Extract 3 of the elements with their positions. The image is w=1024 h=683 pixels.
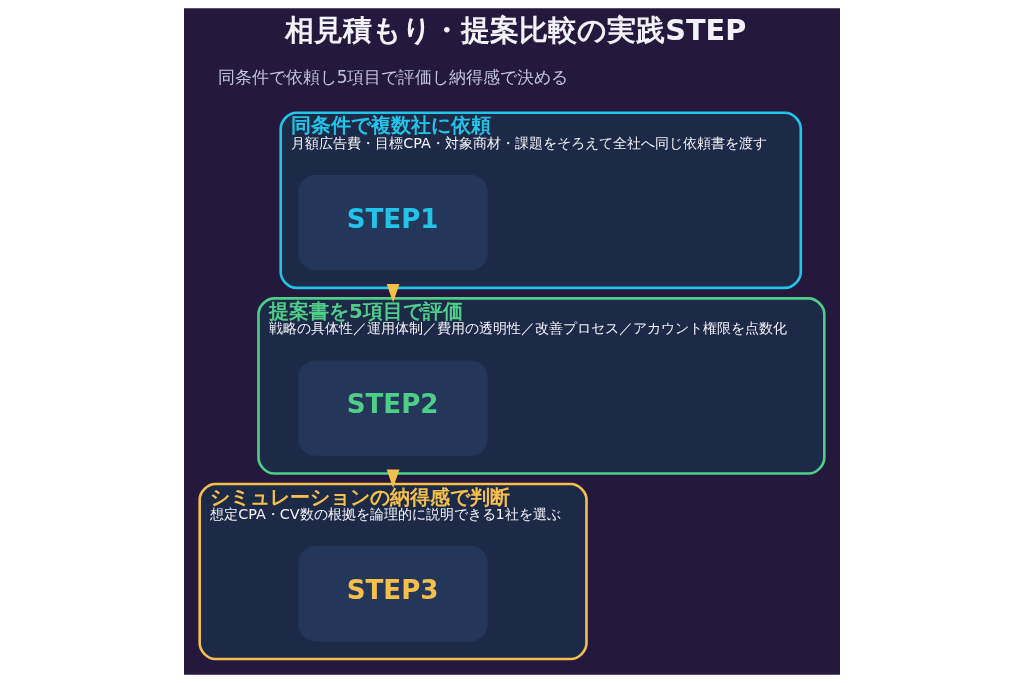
- label: 同条件で依頼し5項目で評価し納得感で決める: [217, 67, 569, 88]
- diagram-title: 相見積もり・提案比較の実践STEP: [285, 13, 747, 48]
- arrow: [386, 469, 400, 488]
